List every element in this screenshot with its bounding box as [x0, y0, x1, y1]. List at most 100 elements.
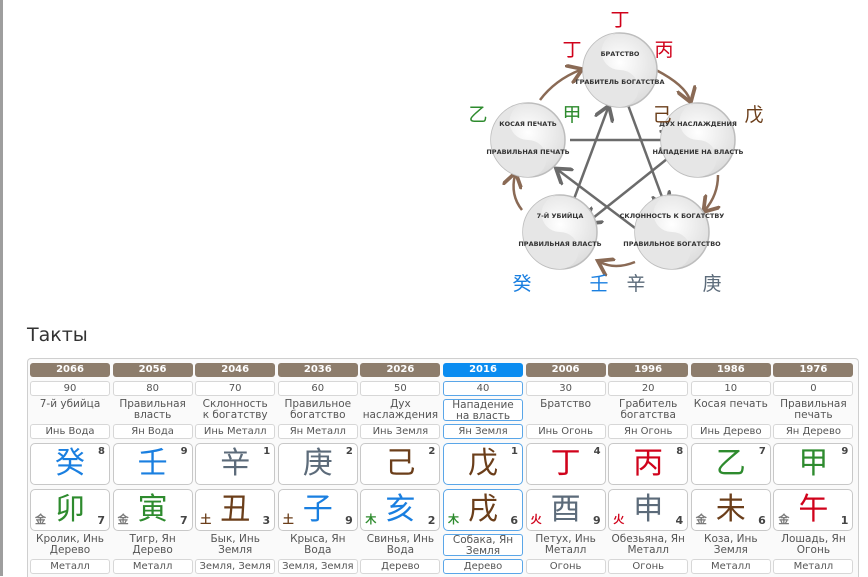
pillar-animal-line: Лошадь, Ян — [781, 533, 846, 545]
pillar-animal-line: Коза, Инь — [704, 533, 758, 545]
inner-star-arrows — [558, 105, 672, 229]
branch-char: 卯 — [55, 492, 85, 527]
branch-number: 3 — [262, 514, 271, 527]
pillar-stem-element: Ян Земля — [443, 424, 523, 439]
stem-char: 壬 — [137, 446, 168, 481]
branch-char: 丑 — [220, 492, 251, 527]
circle-bottom-label: ГРАБИТЕЛЬ БОГАТСТВА — [575, 78, 664, 86]
hidden-stem-char: 金 — [695, 513, 707, 526]
pillar-animal-line: Огонь — [796, 543, 831, 556]
diagram-stem-char: 乙 — [468, 104, 487, 126]
pillar-deity-line: печать — [794, 408, 833, 421]
circle-bottom-label: НАПАДЕНИЕ НА ВЛАСТЬ — [652, 148, 743, 156]
pillar-animal-line: Дерево — [49, 543, 91, 556]
circle-bottom-label: ПРАВИЛЬНАЯ ВЛАСТЬ — [518, 240, 601, 248]
branch-char: 未 — [715, 492, 746, 527]
circle-top-label: БРАТСТВО — [601, 50, 640, 58]
diagram-stem-char: 丁 — [562, 39, 581, 61]
circle-top-label: СКЛОННОСТЬ К БОГАТСТВУ — [620, 212, 725, 220]
branch-number: 9 — [592, 514, 601, 527]
pillar-year: 2006 — [525, 363, 606, 377]
branch-number: 1 — [840, 514, 849, 527]
pillar-hidden-element: Металл — [773, 559, 854, 574]
branch-char: 酉 — [550, 492, 581, 527]
stem-number: 1 — [511, 446, 518, 457]
pillar-animal-line: Металл — [544, 543, 587, 556]
pillar-hidden-element: Огонь — [525, 559, 606, 574]
stem-char: 丙 — [633, 446, 664, 481]
pillar-hidden-element: Огонь — [608, 559, 689, 574]
pillar-stem-element: Инь Земля — [360, 424, 441, 439]
diagram-circle: БРАТСТВО ГРАБИТЕЛЬ БОГАТСТВА — [575, 32, 665, 108]
stem-char: 甲 — [798, 446, 829, 481]
pillar-deity-line: Косая печать — [693, 398, 768, 410]
pillar-animal-line: Бык, Инь — [210, 533, 260, 545]
circle-bottom-label: ПРАВИЛЬНАЯ ПЕЧАТЬ — [486, 148, 569, 156]
pillar-age: 40 — [443, 381, 523, 396]
circle-top-label: КОСАЯ ПЕЧАТЬ — [499, 120, 557, 128]
pillar-stem-element: Ян Вода — [112, 424, 193, 439]
pillar-animal-line: Дерево — [132, 543, 173, 556]
hidden-stem-char: 金 — [35, 513, 46, 526]
pillar-deity-line: Правильная — [780, 398, 847, 410]
branch-char-box: 未金 6 — [690, 489, 771, 531]
pillar-deity-line: на власть — [455, 409, 511, 422]
pillar-animal-line: Обезьяна, Ян — [611, 533, 685, 545]
pillar-age: 60 — [277, 381, 358, 396]
stem-number: 1 — [263, 446, 271, 457]
pillar-animal-line: Вода — [304, 543, 332, 556]
pillar-age: 70 — [195, 381, 276, 396]
diagram-stem-char: 庚 — [702, 273, 721, 295]
diagram-circle: КОСАЯ ПЕЧАТЬ ПРАВИЛЬНАЯ ПЕЧАТЬ — [486, 102, 570, 178]
pillar-animal-line: Кролик, Инь — [35, 533, 104, 545]
branch-number: 7 — [97, 514, 105, 527]
pillar-stem-element: Инь Металл — [195, 424, 276, 439]
pillar-hidden-element: Металл — [690, 559, 771, 574]
pillar-deity-line: 7-й убийца — [39, 398, 101, 410]
hidden-stem-char: 火 — [613, 513, 625, 526]
pillar-year: 1996 — [608, 363, 689, 377]
section-title: Такты — [27, 324, 88, 346]
pillar-animal-line: Собака, Ян — [452, 534, 514, 546]
pillar-animal-line: Тигр, Ян — [129, 533, 176, 545]
pillar-stem-element: Инь Дерево — [690, 424, 771, 439]
pillar-deity-line: наслаждения — [362, 408, 439, 421]
pillar-hidden-element: Дерево — [443, 559, 523, 574]
pillar-hidden-element: Земля, Земля — [277, 559, 358, 574]
pillar-year: 2056 — [112, 363, 193, 377]
branch-number: 6 — [758, 514, 766, 527]
hidden-stem-char: 金 — [117, 513, 129, 526]
branch-char-box: 酉火 9 — [525, 489, 606, 531]
branch-char: 申 — [633, 492, 664, 527]
branch-number: 9 — [345, 514, 353, 527]
pillar-animal-line: Металл — [627, 543, 669, 556]
pillar-stem-element: Ян Огонь — [608, 424, 689, 439]
pillar-animal-line: Крыса, Ян — [290, 533, 346, 545]
pillar-deity-line: Склонность — [202, 398, 268, 410]
hidden-stem-char: 火 — [530, 513, 542, 526]
scroll-edge — [0, 0, 3, 576]
hidden-stem-char: 木 — [448, 513, 459, 526]
pillar-deity: Братство — [526, 399, 606, 421]
